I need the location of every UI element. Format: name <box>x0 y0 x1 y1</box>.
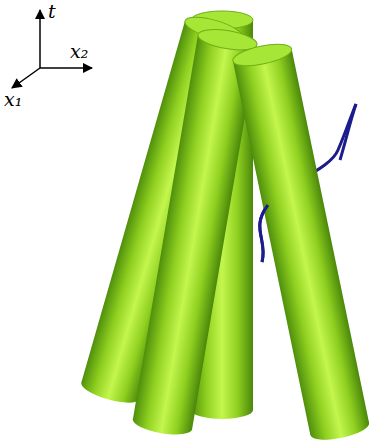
axes <box>12 10 92 88</box>
axis-label: x₂ <box>70 42 88 61</box>
axis-label: x₁ <box>4 90 22 109</box>
worldline <box>260 205 268 262</box>
axis-label: t <box>48 2 56 21</box>
cylinder <box>231 40 371 444</box>
worldline <box>340 104 356 160</box>
